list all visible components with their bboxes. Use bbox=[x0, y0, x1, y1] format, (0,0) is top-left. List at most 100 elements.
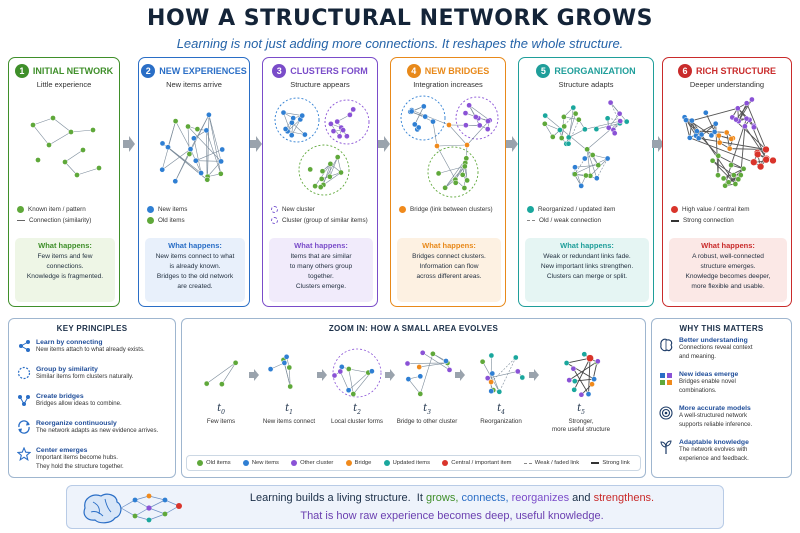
network-node bbox=[165, 144, 171, 151]
stage-subtitle: Structure appears bbox=[290, 80, 350, 89]
stage-subtitle: Little experience bbox=[36, 80, 92, 89]
network-node bbox=[466, 102, 472, 109]
network-link bbox=[744, 126, 767, 159]
stage-number: 2 bbox=[141, 64, 156, 78]
network-node bbox=[581, 351, 588, 358]
network-node bbox=[159, 140, 166, 147]
arrow-right-icon bbox=[529, 369, 539, 381]
legend-row: Known item / pattern bbox=[17, 204, 117, 215]
legend-row: Cluster (group of similar items) bbox=[271, 215, 371, 226]
sprout-icon bbox=[660, 440, 672, 454]
network-node bbox=[750, 158, 758, 166]
legend-row: Weak / faded link bbox=[523, 460, 579, 466]
dashed-circle-icon bbox=[17, 366, 31, 380]
what-happens-line: more flexible and usable. bbox=[691, 283, 765, 290]
network-node bbox=[712, 120, 719, 127]
network-node bbox=[405, 376, 412, 382]
legend-dot-icon bbox=[383, 460, 390, 466]
stage-subtitle: Structure adapts bbox=[558, 80, 614, 89]
network-node bbox=[565, 140, 572, 147]
stage-title: RICH STRUCTURE bbox=[696, 66, 776, 76]
network-node bbox=[217, 170, 224, 177]
network-link bbox=[689, 137, 754, 163]
network-node bbox=[593, 175, 600, 182]
network-node bbox=[446, 122, 452, 128]
network-link bbox=[568, 129, 586, 138]
stage-title: REORGANIZATION bbox=[554, 66, 636, 76]
network-node bbox=[334, 118, 341, 125]
network-node bbox=[725, 179, 732, 186]
what-happens-line: New items connect to what bbox=[155, 253, 235, 260]
network-link bbox=[195, 149, 223, 161]
network-link bbox=[64, 161, 78, 176]
network-node bbox=[289, 119, 295, 126]
network-node bbox=[430, 350, 436, 357]
arrow-right-icon bbox=[249, 369, 259, 381]
network-node bbox=[489, 370, 496, 377]
why-description: combinations. bbox=[679, 386, 717, 394]
network-link bbox=[348, 368, 369, 373]
page-title: HOW A STRUCTURAL NETWORK GROWS bbox=[147, 6, 653, 31]
network-node bbox=[203, 127, 210, 134]
legend-dot-icon bbox=[291, 460, 298, 466]
network-link bbox=[422, 352, 450, 371]
network-node bbox=[350, 391, 357, 397]
what-happens-title: What happens: bbox=[38, 241, 92, 250]
network-node bbox=[541, 120, 548, 127]
network-node bbox=[566, 377, 573, 383]
word-connects: connects, bbox=[461, 492, 509, 504]
network-link bbox=[206, 130, 208, 180]
network-link bbox=[284, 362, 291, 387]
network-node bbox=[281, 360, 288, 366]
network-node bbox=[331, 372, 338, 379]
network-node bbox=[337, 368, 344, 375]
brain-network-illustration bbox=[83, 493, 182, 524]
network-node bbox=[604, 115, 611, 122]
network-link bbox=[466, 120, 490, 146]
network-node bbox=[740, 165, 747, 172]
network-node bbox=[549, 134, 556, 140]
network-node bbox=[617, 118, 624, 124]
zoom-panel: ZOOM IN: HOW A SMALL AREA EVOLVES bbox=[181, 318, 646, 478]
cluster-ring bbox=[332, 348, 382, 398]
what-happens-line: A robust, well-connected bbox=[692, 253, 764, 260]
network-node bbox=[46, 142, 52, 148]
network-link bbox=[221, 362, 236, 385]
legend-row: Connection (similarity) bbox=[17, 215, 117, 226]
network-link bbox=[568, 360, 599, 381]
network-node bbox=[572, 171, 578, 178]
network-node bbox=[732, 181, 739, 187]
network-node bbox=[463, 155, 470, 162]
arrow-right-icon bbox=[506, 136, 518, 152]
network-link bbox=[596, 158, 608, 179]
network-link bbox=[32, 117, 54, 126]
principle-item: Group by similarity Similar items form c… bbox=[17, 366, 177, 382]
cluster-ring bbox=[427, 146, 479, 198]
network-link bbox=[436, 144, 468, 147]
network-node bbox=[611, 130, 618, 137]
network-node bbox=[464, 142, 470, 148]
network-node bbox=[519, 374, 526, 381]
principle-item: Center emerges Important items become hu… bbox=[17, 447, 177, 471]
network-link bbox=[468, 105, 490, 121]
zoom-caption: Few items bbox=[206, 418, 236, 425]
why-description: The network evolves with bbox=[679, 446, 748, 453]
legend-row: New items bbox=[147, 204, 247, 215]
network-link bbox=[64, 149, 84, 163]
network-node bbox=[734, 105, 741, 112]
network-node bbox=[282, 126, 289, 132]
network-link bbox=[162, 148, 191, 170]
network-link bbox=[288, 367, 291, 387]
network-link bbox=[175, 120, 191, 150]
stage-number: 3 bbox=[272, 64, 287, 78]
network-node bbox=[330, 128, 337, 134]
what-happens-line: Knowledge becomes deeper, bbox=[685, 273, 771, 280]
network-node bbox=[434, 143, 440, 149]
network-node bbox=[623, 118, 630, 125]
banner-line-2: That is how raw experience becomes deep,… bbox=[300, 510, 604, 522]
